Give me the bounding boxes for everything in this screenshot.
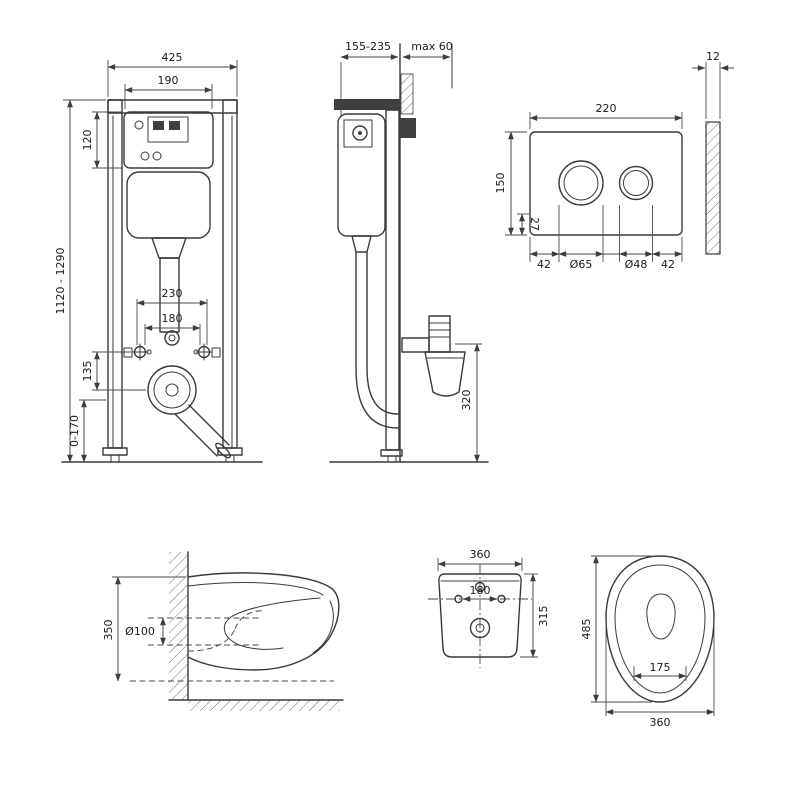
wall-max-label: max 60	[411, 40, 452, 53]
dim-bowl-width: 360	[605, 622, 715, 729]
inlet-hole	[474, 581, 486, 593]
bowl-profile	[187, 572, 340, 671]
plate-thickness-label: 12	[706, 50, 720, 63]
mounting-stud-left	[123, 343, 152, 361]
frame-rail-side	[380, 109, 403, 463]
outlet-offset-label: 135	[81, 361, 94, 382]
wall-hatch	[400, 73, 414, 115]
bowl-inner-contour	[614, 564, 706, 694]
dim-outlet-height: 320	[455, 343, 482, 463]
mount-outlet	[469, 617, 491, 639]
dim-plate-height: 150	[494, 131, 527, 236]
hole-spacing-label: 180	[470, 584, 491, 597]
dim-tank-height: 120	[81, 111, 122, 169]
flush-bend-pipe	[351, 235, 399, 429]
mount-depth-label: 315	[537, 606, 550, 627]
big-button-dia-label: Ø65	[570, 258, 593, 271]
frame-depth-label: 155-235	[345, 40, 391, 53]
outlet-bell	[424, 351, 466, 397]
dim-frame-height: 1120 - 1290	[54, 99, 106, 463]
drain-outlet	[147, 365, 197, 415]
frame-width-label: 425	[162, 51, 183, 64]
plate-bottom-offset-label: 27	[528, 217, 541, 231]
tank-funnel	[151, 237, 187, 259]
cistern-front	[123, 111, 214, 333]
bowl-top-view: 175 485 360	[580, 555, 715, 729]
dim-inner-width: 175	[633, 661, 687, 681]
tank-height-label: 120	[81, 130, 94, 151]
outlet-height-label: 320	[460, 390, 473, 411]
margin-left-label: 42	[537, 258, 551, 271]
dim-plate-bottom-offset: 27	[517, 213, 541, 236]
mount-width-label: 360	[470, 548, 491, 561]
frame-height-label: 1120 - 1290	[54, 248, 67, 315]
dim-hole-spacing: 180	[462, 584, 498, 602]
flush-button-large-icon	[169, 121, 180, 130]
dim-wall-max: max 60	[402, 40, 453, 89]
frame-side-view: 155-235 max 60	[329, 40, 489, 463]
diagonal-outlet-pipe	[174, 404, 231, 459]
fill-valve-box	[343, 119, 373, 148]
dim-drain-spacing: 230	[136, 287, 208, 345]
outlet-dia-label: Ø100	[125, 625, 155, 638]
leg-range-label: 0-170	[68, 415, 81, 447]
inner-width-label: 175	[650, 661, 671, 674]
dim-tank-width: 190	[124, 74, 213, 109]
big-flush-button	[558, 160, 604, 206]
plate-side-profile	[705, 121, 721, 255]
frame-structure	[61, 99, 263, 463]
top-bracket	[334, 99, 400, 110]
mount-outline	[438, 573, 522, 658]
flush-button-small-icon	[153, 121, 164, 130]
cistern-side	[337, 113, 386, 237]
dim-plate-bottom-row: 42 Ø65 Ø48 42	[529, 205, 683, 271]
mount-hole-right	[497, 594, 506, 604]
bowl-length-label: 485	[580, 619, 593, 640]
drain-spacing-label: 230	[162, 287, 183, 300]
plate-height-label: 150	[494, 173, 507, 194]
frame-front-view: 425 190 120 1120 - 1290	[54, 51, 263, 463]
dim-bowl-height: 350	[102, 576, 186, 682]
tank-width-label: 190	[158, 74, 179, 87]
left-foot	[102, 447, 128, 456]
bowl-side-view: Ø100 350	[102, 551, 344, 711]
small-flush-button	[618, 165, 654, 201]
plate-width-label: 220	[596, 102, 617, 115]
dim-mount-depth: 315	[520, 573, 550, 658]
cistern-control-box	[123, 111, 214, 169]
wall-hatch	[169, 552, 188, 700]
dim-bolt-spacing: 180	[144, 312, 201, 345]
flush-mechanism	[147, 116, 189, 143]
mount-hole-left	[454, 594, 463, 604]
dim-plate-width: 220	[529, 102, 683, 129]
flush-plate-front-view: 220 150 27 42 Ø65 Ø48	[494, 102, 683, 271]
bowl-width-label: 360	[650, 716, 671, 729]
wall-anchor-block	[400, 118, 416, 138]
outlet-connector	[401, 315, 466, 397]
flush-plate-side-view: 12	[692, 50, 734, 255]
wall-sleeve	[401, 337, 430, 353]
flush-opening	[646, 593, 676, 640]
cistern-tank	[126, 171, 211, 239]
margin-right-label: 42	[661, 258, 675, 271]
bowl-mount-view: 180 360 315	[428, 548, 550, 668]
dim-outlet-offset: 135	[81, 351, 146, 391]
small-button-dia-label: Ø48	[625, 258, 648, 271]
dim-outlet-dia: Ø100	[125, 617, 166, 646]
bowl-outline	[605, 555, 715, 703]
dim-mount-width: 360	[437, 548, 523, 571]
bowl-height-label: 350	[102, 620, 115, 641]
bolt-spacing-label: 180	[162, 312, 183, 325]
water-inlet	[164, 330, 180, 346]
flush-plate	[529, 131, 683, 236]
dim-frame-width: 425	[107, 51, 238, 97]
floor-hatch	[188, 700, 340, 711]
dim-plate-thickness: 12	[692, 50, 734, 119]
dim-bowl-length: 485	[580, 555, 652, 703]
mounting-stud-right	[193, 343, 221, 361]
dim-leg-range: 0-170	[68, 399, 106, 463]
